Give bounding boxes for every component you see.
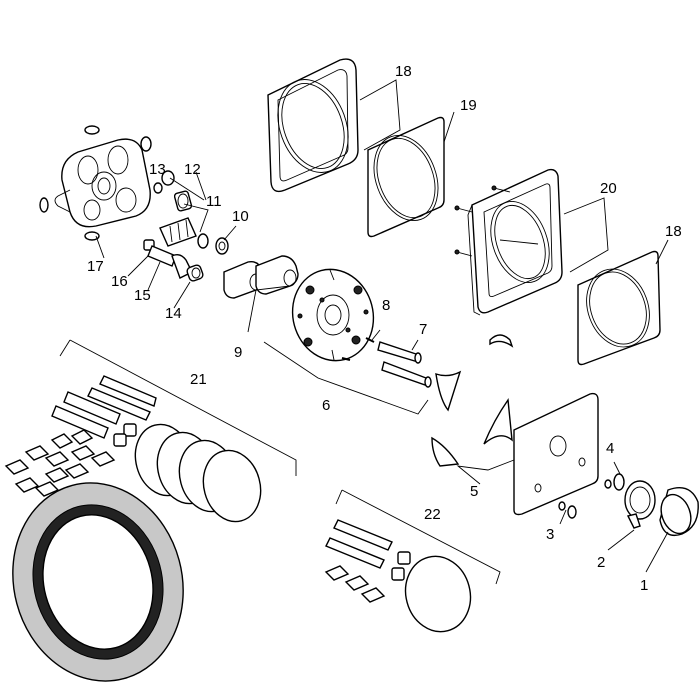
part-20-mounting-box: [454, 168, 563, 316]
part-4-washer: [604, 473, 625, 491]
part-18-trim-plate-right: [577, 250, 661, 366]
part-3-screws: [558, 501, 577, 519]
callout-2: 2: [597, 554, 605, 571]
part-5-corner-clips: [431, 334, 514, 467]
part-19-gasket-plate: [367, 116, 445, 238]
callout-19: 19: [460, 97, 477, 114]
callout-10: 10: [232, 208, 249, 225]
part-1-handle-knob: [659, 487, 699, 537]
callout-5: 5: [470, 483, 478, 500]
callout-18-right: 18: [665, 223, 682, 240]
callout-20: 20: [600, 180, 617, 197]
callout-6: 6: [322, 397, 330, 414]
part-12-13-nut-washer: [173, 190, 193, 212]
part-5-cover-plate: [513, 392, 599, 516]
callout-14: 14: [165, 305, 182, 322]
callout-13: 13: [149, 161, 166, 178]
callout-16: 16: [111, 273, 128, 290]
callout-18-top: 18: [395, 63, 412, 80]
part-11-cartridge: [159, 217, 209, 249]
part-18-trim-frame-top: [267, 58, 359, 193]
callout-15: 15: [134, 287, 151, 304]
part-9-extensions: [223, 255, 299, 299]
callout-3: 3: [546, 526, 554, 543]
part-10-ring: [215, 237, 229, 255]
callout-12: 12: [184, 161, 201, 178]
part-22-extension-set: [324, 519, 472, 633]
part-6-mounting-disc: [291, 268, 375, 362]
callout-7: 7: [419, 321, 427, 338]
callout-1: 1: [640, 577, 648, 594]
o-rings-set: [39, 125, 175, 241]
callout-labels: 1 2 3 4 5 6 7 8 9 10 11 12 13 14 15 16 1…: [87, 63, 682, 594]
part-14-15-16-assembly: [143, 239, 204, 282]
part-7-screws: [377, 341, 432, 388]
callout-11: 11: [206, 193, 222, 210]
callout-9: 9: [234, 344, 242, 361]
callout-22: 22: [424, 506, 441, 523]
callout-21: 21: [190, 371, 207, 388]
leader-lines: [59, 79, 669, 585]
part-17-valve-body: [54, 138, 151, 228]
callout-8: 8: [382, 297, 390, 314]
callout-17: 17: [87, 258, 104, 275]
part-21-extension-set: [4, 375, 262, 682]
part-8-small-screws: [341, 337, 375, 361]
part-2-ring-lever: [624, 480, 656, 529]
callout-4: 4: [606, 440, 614, 457]
